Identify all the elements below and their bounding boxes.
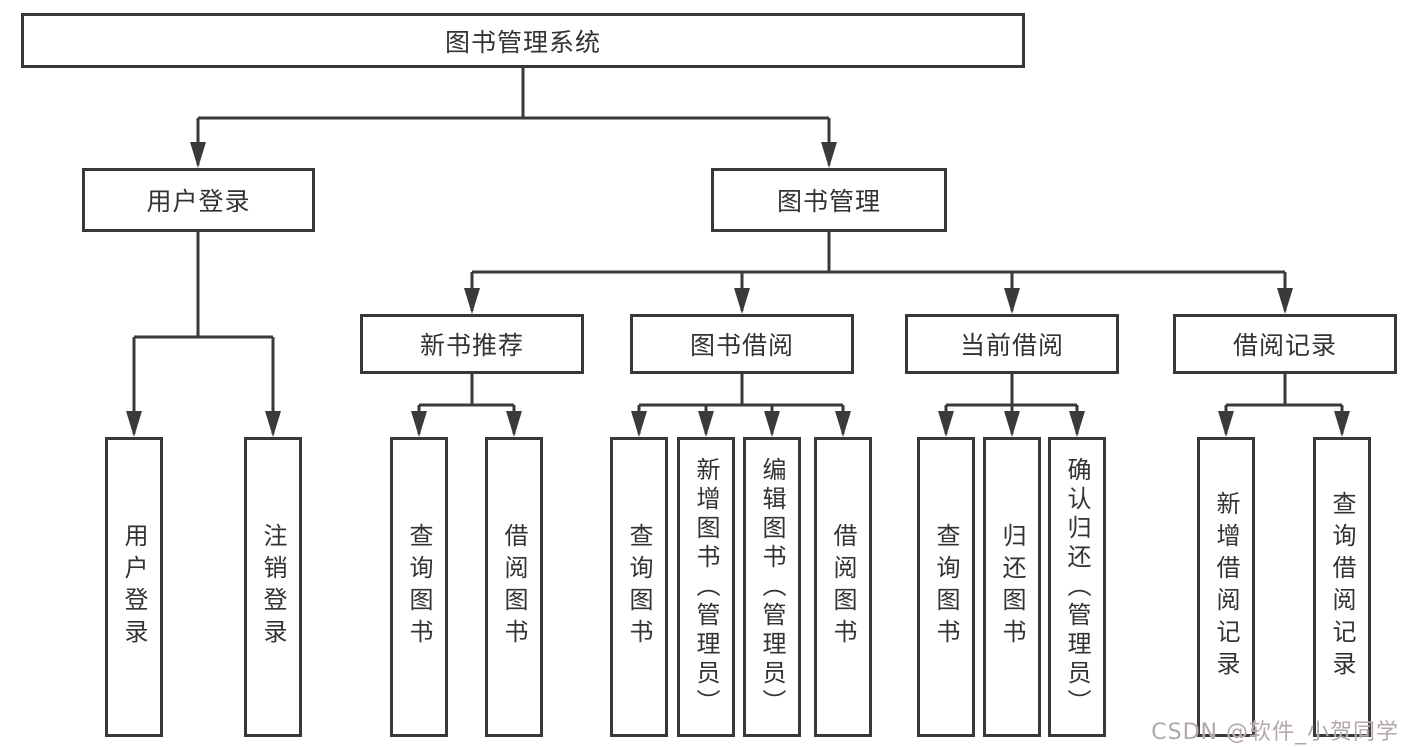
node-current-borrow-label: 当前借阅	[959, 331, 1064, 360]
leaf-add-book-admin-label: 新增图书（管理员）	[692, 456, 720, 718]
node-book-borrow-label: 图书借阅	[689, 331, 794, 360]
node-borrow-records-label: 借阅记录	[1232, 331, 1337, 360]
leaf-borrow-book-recommend-label: 借阅图书	[500, 523, 528, 651]
leaf-confirm-return-admin-label: 确认归还（管理员）	[1063, 456, 1091, 718]
leaf-edit-book-admin: 编辑图书（管理员）	[743, 437, 801, 737]
leaf-return-book-label: 归还图书	[998, 523, 1026, 651]
leaf-borrow-book-borrow-label: 借阅图书	[829, 523, 857, 651]
leaf-query-book-current-label: 查询图书	[932, 523, 960, 651]
node-book-borrow: 图书借阅	[630, 314, 854, 374]
leaf-borrow-book-recommend: 借阅图书	[485, 437, 543, 737]
leaf-add-book-admin: 新增图书（管理员）	[677, 437, 735, 737]
leaf-confirm-return-admin: 确认归还（管理员）	[1048, 437, 1106, 737]
leaf-query-book-current: 查询图书	[917, 437, 975, 737]
node-new-book-recommend-label: 新书推荐	[419, 331, 524, 360]
leaf-query-book-borrow-label: 查询图书	[625, 523, 653, 651]
node-new-book-recommend: 新书推荐	[360, 314, 584, 374]
leaf-return-book: 归还图书	[983, 437, 1041, 737]
node-root: 图书管理系统	[21, 13, 1025, 68]
leaf-add-borrow-record: 新增借阅记录	[1197, 437, 1255, 737]
leaf-edit-book-admin-label: 编辑图书（管理员）	[758, 456, 786, 718]
node-borrow-records: 借阅记录	[1173, 314, 1397, 374]
node-user-login: 用户登录	[82, 168, 315, 232]
node-current-borrow: 当前借阅	[905, 314, 1119, 374]
node-user-login-label: 用户登录	[146, 187, 251, 216]
leaf-user-login: 用户登录	[105, 437, 163, 737]
node-book-management: 图书管理	[711, 168, 947, 232]
node-root-label: 图书管理系统	[444, 27, 601, 57]
leaf-add-borrow-record-label: 新增借阅记录	[1212, 491, 1240, 683]
leaf-borrow-book-borrow: 借阅图书	[814, 437, 872, 737]
leaf-logout-label: 注销登录	[259, 523, 287, 651]
leaf-user-login-label: 用户登录	[120, 523, 148, 651]
leaf-query-borrow-record-label: 查询借阅记录	[1328, 491, 1356, 683]
leaf-query-borrow-record: 查询借阅记录	[1313, 437, 1371, 737]
leaf-logout: 注销登录	[244, 437, 302, 737]
watermark: CSDN @软件_小贺同学	[1151, 720, 1399, 745]
node-book-management-label: 图书管理	[776, 187, 881, 216]
leaf-query-book-borrow: 查询图书	[610, 437, 668, 737]
leaf-query-book-recommend: 查询图书	[390, 437, 448, 737]
leaf-query-book-recommend-label: 查询图书	[405, 523, 433, 651]
